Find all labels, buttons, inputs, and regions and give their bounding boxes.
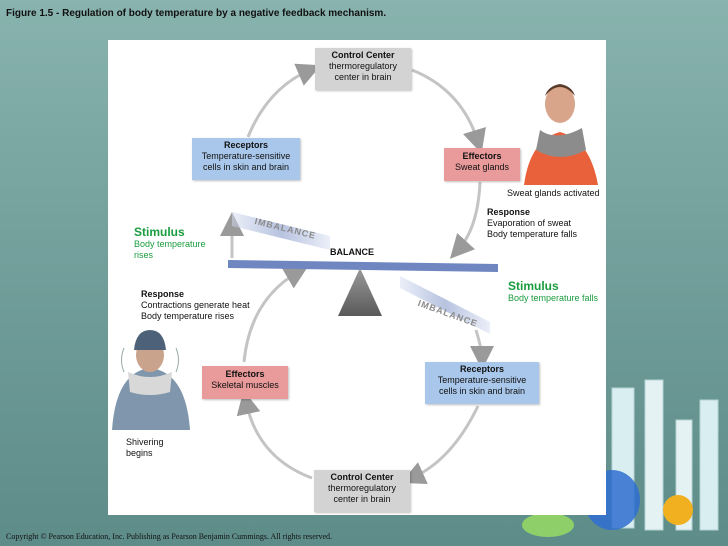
control-center-bottom-line1: thermoregulatory: [327, 483, 397, 493]
stimulus-right: Stimulus Body temperature falls: [508, 279, 598, 304]
control-center-line2: center in brain: [334, 72, 392, 82]
control-center-bottom-line2: center in brain: [333, 494, 391, 504]
response-left: Response Contractions generate heat Body…: [141, 289, 250, 322]
shivering-label: Shivering begins: [126, 437, 164, 459]
stimulus-right-line1: Body temperature falls: [508, 293, 599, 303]
shivering-line2: begins: [126, 448, 153, 458]
response-right-title: Response: [487, 207, 531, 217]
shivering-line1: Shivering: [126, 437, 164, 447]
sweat-glands-activated-label: Sweat glands activated: [507, 188, 600, 198]
effectors-sweat-glands: Effectors Sweat glands: [444, 148, 520, 181]
receptors-bottom-line1: Temperature-sensitive: [437, 375, 527, 385]
effectors-skeletal-muscles: Effectors Skeletal muscles: [202, 366, 288, 399]
balance-beam: [228, 260, 498, 272]
effectors-line1: Sweat glands: [454, 162, 510, 172]
control-center-top: Control Center thermoregulatory center i…: [315, 48, 411, 90]
receptors-bottom: Receptors Temperature-sensitive cells in…: [425, 362, 539, 404]
figure-caption: Figure 1.5 - Regulation of body temperat…: [6, 8, 387, 19]
control-center-title: Control Center: [331, 50, 395, 60]
arrow-effectors-to-balance-left: [242, 265, 309, 363]
stimulus-left-line2: rises: [134, 250, 154, 260]
arrow-control-to-effectors-top: [411, 68, 486, 154]
balance-label: BALANCE: [330, 247, 374, 257]
effectors-left-line1: Skeletal muscles: [211, 380, 279, 390]
imbalance-beam-bottom: [400, 276, 490, 334]
imbalance-beam-top: [232, 212, 330, 250]
arrow-control-to-effectors-bottom: [236, 390, 313, 480]
arrow-imbalance-to-receptors-bottom: [469, 329, 494, 370]
response-left-line2: Body temperature rises: [141, 311, 235, 321]
effectors-left-title: Effectors: [225, 369, 265, 379]
arrow-receptors-to-control-top: [246, 63, 322, 138]
arrow-receptors-to-control-bottom: [401, 405, 480, 485]
fulcrum: [338, 268, 382, 316]
response-left-title: Response: [141, 289, 185, 299]
stimulus-right-title: Stimulus: [508, 279, 559, 293]
receptors-line2: cells in skin and brain: [202, 162, 290, 172]
receptors-title: Receptors: [223, 140, 268, 150]
copyright-footer: Copyright © Pearson Education, Inc. Publ…: [6, 532, 333, 541]
effectors-title: Effectors: [462, 151, 502, 161]
control-center-bottom: Control Center thermoregulatory center i…: [314, 470, 410, 512]
stimulus-left-line1: Body temperature: [134, 239, 206, 249]
stimulus-left-title: Stimulus: [134, 225, 185, 239]
receptors-top: Receptors Temperature-sensitive cells in…: [192, 138, 300, 180]
control-center-bottom-title: Control Center: [330, 472, 394, 482]
control-center-line1: thermoregulatory: [328, 61, 398, 71]
arrow-effectors-to-balance-right: [449, 181, 482, 259]
stimulus-left: Stimulus Body temperature rises: [134, 225, 206, 261]
response-right-line1: Evaporation of sweat: [487, 218, 572, 228]
response-right-line2: Body temperature falls: [487, 229, 578, 239]
receptors-line1: Temperature-sensitive: [201, 151, 291, 161]
receptors-bottom-line2: cells in skin and brain: [438, 386, 526, 396]
response-left-line1: Contractions generate heat: [141, 300, 250, 310]
response-right: Response Evaporation of sweat Body tempe…: [487, 207, 577, 240]
receptors-bottom-title: Receptors: [459, 364, 504, 374]
